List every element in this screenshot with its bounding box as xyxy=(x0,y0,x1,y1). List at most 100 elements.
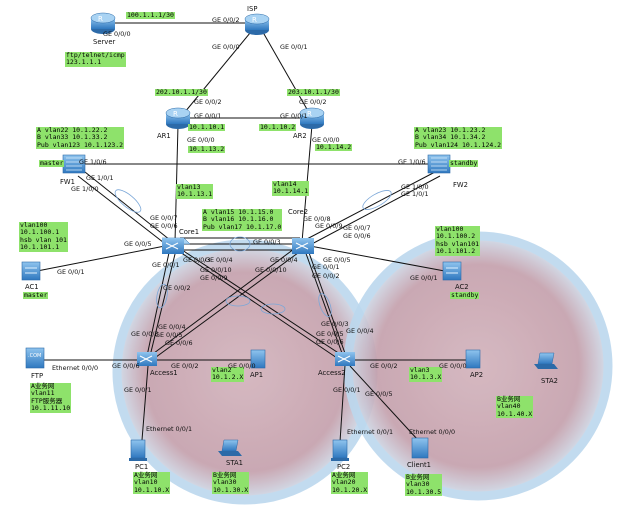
port-label: GE 0/0/0 xyxy=(103,30,131,38)
ap2-vlan-box: vlan3 10.1.3.X xyxy=(409,366,443,382)
switch-core1-icon[interactable] xyxy=(161,237,191,254)
port-label: GE 0/0/10 xyxy=(255,266,287,274)
device-label-fw1: FW1 xyxy=(60,178,75,186)
port-label: GE 1/0/1 xyxy=(401,190,429,198)
port-label: Ethernet 0/0/1 xyxy=(347,428,394,436)
port-label: GE 0/0/5 xyxy=(316,330,344,338)
switch-core2-icon[interactable] xyxy=(292,238,314,254)
port-label: GE 0/0/2 xyxy=(299,98,327,106)
port-label: GE 0/0/0 xyxy=(439,362,467,370)
port-label: GE 0/0/3 xyxy=(131,330,159,338)
ac2-icon[interactable] xyxy=(442,261,462,281)
port-label: GE 0/0/1 xyxy=(57,268,85,276)
port-label: GE 0/0/1 xyxy=(312,263,340,271)
port-label: GE 1/0/6 xyxy=(398,158,426,166)
switch-access1-icon[interactable] xyxy=(137,352,157,366)
port-label: GE 0/0/1 xyxy=(124,386,152,394)
device-label-client1: Client1 xyxy=(407,461,432,469)
port-label: GE 0/0/2 xyxy=(312,272,340,280)
device-label-fw2: FW2 xyxy=(453,181,468,189)
port-label: GE 0/0/6 xyxy=(343,232,371,240)
client1-info-box: B业务网 vlan30 10.1.30.5 xyxy=(405,473,443,497)
port-label: GE 0/0/3 xyxy=(253,238,281,246)
ac1-icon[interactable] xyxy=(21,261,41,281)
device-label-ap2: AP2 xyxy=(470,371,484,379)
ar2-link-ip-box: 10.1.10.2 xyxy=(259,123,297,132)
isp-ar1-ip-box: 202.10.1.1/30 xyxy=(155,88,208,97)
device-label-sta1: STA1 xyxy=(226,459,243,467)
port-label: GE 0/0/4 xyxy=(158,323,186,331)
port-label: GE 1/0/6 xyxy=(79,158,107,166)
sta1-info-box: B业务网 vlan30 10.1.30.X xyxy=(212,471,250,495)
port-label: GE 1/0/0 xyxy=(71,185,99,193)
router-ar2-icon[interactable]: R xyxy=(299,107,325,129)
device-label-sta2: STA2 xyxy=(541,377,558,385)
fw2-vlan-box: A vlan23 10.1.23.2 B vlan34 10.1.34.2 Pu… xyxy=(414,126,503,150)
port-label: GE 0/0/5 xyxy=(365,390,393,398)
device-label-access1: Access1 xyxy=(150,369,178,377)
server-services-box: ftp/telnet/icmp 123.1.1.1 xyxy=(65,51,126,67)
ac2-role-box: standby xyxy=(450,291,480,300)
port-label: GE 0/0/3 xyxy=(321,320,349,328)
port-label: GE 0/0/4 xyxy=(270,256,298,264)
core2-mgmt-box: vlan100 10.1.100.2 hsb vlan101 10.1.101.… xyxy=(435,225,481,256)
device-label-ac1: AC1 xyxy=(25,283,39,291)
ap2-icon[interactable] xyxy=(465,349,481,369)
firewall-fw2-icon[interactable] xyxy=(427,154,451,174)
sta2-info-box: B业务网 vlan40 10.1.40.X xyxy=(496,395,534,419)
pc1-icon[interactable] xyxy=(129,439,147,461)
port-label: GE 0/0/8 xyxy=(303,215,331,223)
port-label: GE 0/0/5 xyxy=(124,240,152,248)
pc2-icon[interactable] xyxy=(331,439,349,461)
device-label-ap1: AP1 xyxy=(250,371,264,379)
device-label-pc1: PC1 xyxy=(135,463,149,471)
fw1-master-box: master xyxy=(39,159,65,168)
core1-mgmt-box: vlan100 10.1.100.1 hsb vlan 101 10.1.101… xyxy=(19,221,68,252)
ar1-link-ip-box: 10.1.10.1 xyxy=(188,123,226,132)
router-ar1-icon[interactable]: R xyxy=(165,107,191,129)
port-label: GE 0/0/0 xyxy=(228,362,256,370)
svg-text:.COM: .COM xyxy=(28,353,41,359)
svg-text:R: R xyxy=(98,15,103,23)
router-isp-icon[interactable]: R xyxy=(244,13,270,35)
port-label: GE 0/0/6 xyxy=(165,339,193,347)
device-label-ftp: FTP xyxy=(31,372,44,380)
switch-access2-icon[interactable] xyxy=(335,352,355,366)
vlan13-box: vlan13 10.1.13.1 xyxy=(176,183,214,199)
sta1-laptop-icon[interactable] xyxy=(218,439,242,456)
device-label-ac2: AC2 xyxy=(455,283,469,291)
port-label: GE 0/0/9 xyxy=(200,274,228,282)
pc1-info-box: A业务网 vlan10 10.1.10.X xyxy=(133,471,171,495)
router-server-icon[interactable]: R xyxy=(90,12,116,34)
port-label: GE 0/0/6 xyxy=(112,362,140,370)
ftp-server-icon[interactable]: .COM xyxy=(25,347,45,369)
port-label: Ethernet 0/0/0 xyxy=(52,364,99,372)
port-label: GE 0/0/0 xyxy=(312,136,340,144)
svg-text:R: R xyxy=(173,110,178,118)
ar2-down-ip-box: 10.1.14.2 xyxy=(315,143,353,152)
device-label-isp: ISP xyxy=(247,5,258,13)
device-label-ar1: AR1 xyxy=(157,132,171,140)
device-label-ar2: AR2 xyxy=(293,132,307,140)
port-label: GE 0/0/10 xyxy=(200,266,232,274)
port-label: GE 0/0/1 xyxy=(280,112,308,120)
port-label: GE 0/0/1 xyxy=(194,112,222,120)
link-aggregation-marks xyxy=(114,189,392,317)
device-label-core2: Core2 xyxy=(288,208,309,216)
port-label: GE 0/0/2 xyxy=(212,16,240,24)
port-label: GE 0/0/4 xyxy=(346,327,374,335)
port-label: GE 0/0/0 xyxy=(187,136,215,144)
sta2-laptop-icon[interactable] xyxy=(534,352,558,369)
port-label: GE 0/0/1 xyxy=(152,261,180,269)
ap1-icon[interactable] xyxy=(250,349,266,369)
port-label: GE 0/0/1 xyxy=(410,274,438,282)
ap1-vlan-box: vlan2 10.1.2.X xyxy=(211,366,245,382)
port-label: GE 0/0/6 xyxy=(316,338,344,346)
port-label: GE 0/0/6 xyxy=(150,222,178,230)
fw1-vlan-box: A vlan22 10.1.22.2 B vlan33 10.1.33.2 Pu… xyxy=(36,126,125,150)
ar1-down-ip-box: 10.1.13.2 xyxy=(188,145,226,154)
ac1-role-box: master xyxy=(23,291,49,300)
pc2-info-box: A业务网 vlan20 10.1.20.X xyxy=(331,471,369,495)
client1-icon[interactable] xyxy=(411,437,429,459)
